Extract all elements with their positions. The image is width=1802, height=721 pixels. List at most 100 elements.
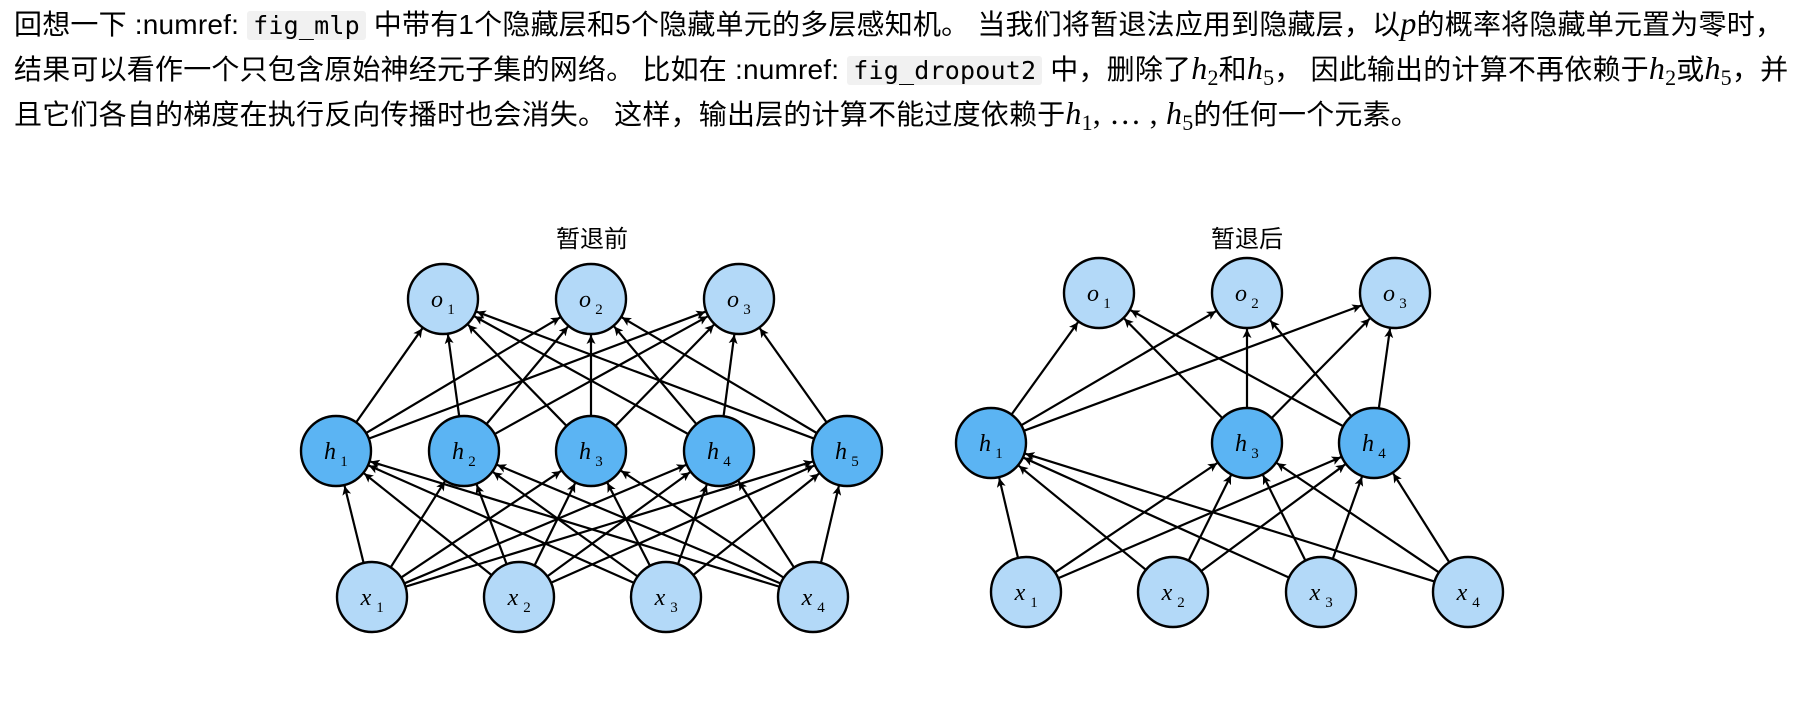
svg-text:x: x <box>801 585 813 611</box>
text-segment: 或 <box>1676 54 1705 85</box>
svg-text:4: 4 <box>817 600 825 616</box>
connection-arrow <box>485 325 569 425</box>
svg-text:2: 2 <box>468 454 476 470</box>
math-h5: h5 <box>1704 50 1732 90</box>
svg-text:x: x <box>654 585 666 611</box>
svg-text:o: o <box>579 287 591 313</box>
svg-text:h: h <box>707 439 719 465</box>
connection-arrow <box>620 469 785 579</box>
svg-text:2: 2 <box>1177 595 1185 611</box>
text-segment: 中带有1个隐藏层和5个隐藏单元的多层感知机。 当我们将暂退法应用到隐藏层，以 <box>365 9 1401 40</box>
svg-text:x: x <box>1309 580 1321 606</box>
connection-arrow <box>550 464 815 584</box>
svg-text:h: h <box>1362 431 1374 457</box>
connection-arrow <box>1392 472 1451 563</box>
svg-text:3: 3 <box>595 454 603 470</box>
math-ellipsis: , … , <box>1092 95 1166 131</box>
svg-text:h: h <box>835 439 847 465</box>
svg-text:h: h <box>452 439 464 465</box>
svg-text:1: 1 <box>447 302 455 318</box>
connection-arrow <box>342 485 365 564</box>
svg-text:1: 1 <box>1030 595 1038 611</box>
text-segment: 的概率将隐藏单元置为零时， 结果可以看作一个只包含原始神经元子集的网络。 比如在… <box>14 9 1784 85</box>
text-segment: 回想一下 :numref: <box>14 9 248 40</box>
math-h2: h2 <box>1191 50 1219 90</box>
svg-text:3: 3 <box>1325 595 1333 611</box>
svg-text:4: 4 <box>1378 446 1386 462</box>
svg-text:1: 1 <box>340 454 348 470</box>
connection-arrow <box>492 471 639 578</box>
svg-text:2: 2 <box>523 600 531 616</box>
connection-arrow <box>363 472 493 577</box>
connection-arrow <box>444 334 461 417</box>
connection-arrow <box>368 464 635 584</box>
connection-arrow <box>1331 476 1364 560</box>
connection-arrow <box>474 315 689 436</box>
svg-text:2: 2 <box>595 302 603 318</box>
connection-arrow <box>1200 463 1346 573</box>
math-h1: h1 <box>1065 95 1093 135</box>
text-segment: 的任何一个元素。 <box>1193 99 1420 130</box>
connection-arrow <box>819 485 842 564</box>
connection-arrow <box>476 310 815 440</box>
connection-arrow <box>403 463 687 585</box>
connection-arrow <box>1023 456 1290 579</box>
connection-arrow <box>692 472 820 576</box>
connection-arrow <box>1130 309 1344 428</box>
connection-arrow <box>1262 474 1307 562</box>
text-segment: ，并且它们各自的梯度在执行反向传播时也会消失。 这样，输出层的计算不能过度依赖于 <box>14 54 1789 130</box>
svg-text:o: o <box>431 287 443 313</box>
svg-text:4: 4 <box>723 454 731 470</box>
svg-text:o: o <box>1087 281 1099 307</box>
svg-text:3: 3 <box>1399 296 1407 312</box>
svg-text:3: 3 <box>1251 446 1259 462</box>
body-paragraph: 回想一下 :numref: fig_mlp 中带有1个隐藏层和5个隐藏单元的多层… <box>14 2 1794 136</box>
svg-text:o: o <box>727 287 739 313</box>
connection-arrow <box>355 327 424 424</box>
connection-arrow <box>1276 462 1440 574</box>
svg-text:1: 1 <box>995 446 1003 462</box>
edges <box>996 304 1451 583</box>
svg-text:o: o <box>1383 281 1395 307</box>
text-segment: 和 <box>1218 54 1247 85</box>
connection-arrow <box>722 334 738 417</box>
connection-arrow <box>996 477 1020 559</box>
svg-text:x: x <box>1161 580 1173 606</box>
connection-arrow <box>621 316 818 435</box>
connection-arrow <box>533 482 577 567</box>
connection-arrow <box>758 327 828 424</box>
svg-text:x: x <box>1456 580 1468 606</box>
svg-text:1: 1 <box>1103 296 1111 312</box>
text-segment: 中，删除了 <box>1042 54 1192 85</box>
connection-arrow <box>1269 319 1353 417</box>
connection-arrow <box>365 316 561 435</box>
connection-arrow <box>676 484 708 565</box>
math-h5: h5 <box>1246 50 1275 90</box>
connection-arrow <box>1025 452 1435 583</box>
svg-text:3: 3 <box>670 600 678 616</box>
svg-text:4: 4 <box>1472 595 1480 611</box>
connection-arrow <box>1377 328 1394 409</box>
connection-arrow <box>1020 310 1217 427</box>
svg-text:h: h <box>579 439 591 465</box>
svg-text:h: h <box>324 439 336 465</box>
connection-arrow <box>546 471 691 578</box>
connection-arrow <box>1023 304 1362 432</box>
